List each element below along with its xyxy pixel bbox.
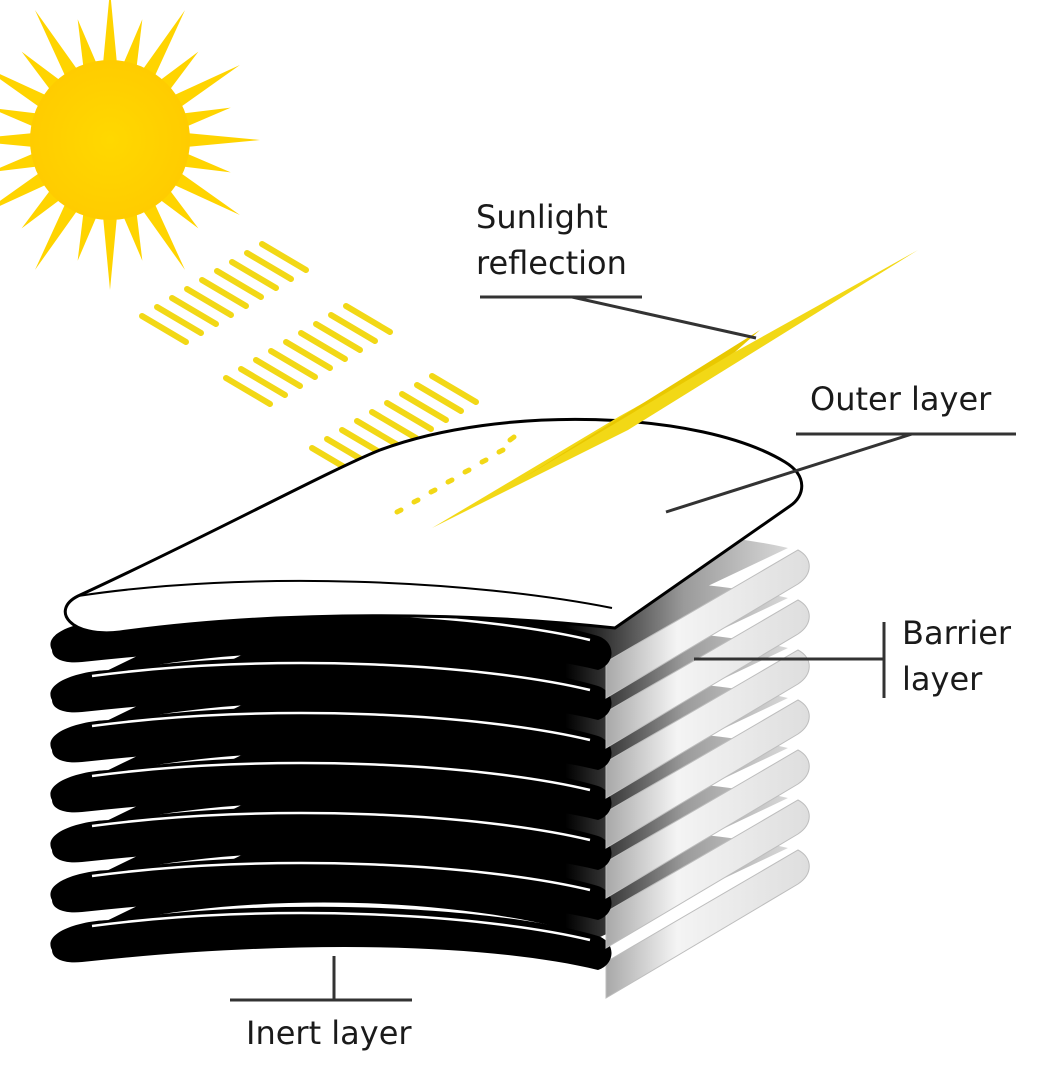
incoming-sunlight-dash — [343, 303, 393, 335]
incoming-sunlight-dash — [354, 418, 404, 450]
incoming-sunlight-dash — [169, 295, 219, 327]
sun-ray — [122, 19, 143, 69]
inert-layer-label: Inert layer — [246, 1014, 412, 1052]
sun-ray — [181, 107, 231, 128]
sunlight-leader-pointer — [571, 295, 757, 340]
sun-ray — [186, 133, 260, 147]
incoming-sunlight-dash — [184, 286, 234, 318]
incoming-sunlight-dash — [399, 391, 449, 423]
incoming-sunlight-dash — [313, 321, 363, 353]
incoming-sunlight-dash — [199, 277, 249, 309]
sunlight-reflection-label: Sunlight reflection — [476, 194, 627, 286]
sun-ray — [103, 216, 117, 290]
incoming-sunlight-dash — [283, 339, 333, 371]
incoming-sunlight-dashes — [139, 241, 479, 477]
sun-ray — [141, 10, 185, 78]
sun-ray — [77, 19, 98, 69]
sun-ray — [158, 188, 199, 229]
leader-lines — [230, 295, 1016, 1002]
sun-ray — [0, 108, 39, 128]
sunlight-reflection-beam — [432, 250, 918, 528]
sun-ray — [158, 51, 199, 92]
incoming-sunlight-dash — [429, 373, 479, 405]
sun-icon — [0, 0, 260, 290]
incoming-sunlight-dash — [154, 304, 204, 336]
incoming-sunlight-dash — [253, 357, 303, 389]
incoming-sunlight-dash — [139, 313, 189, 345]
sunlight-reflection-beam-core — [520, 330, 760, 480]
sun-disc — [30, 60, 190, 220]
sun-ray — [122, 211, 143, 261]
sun-ray — [0, 171, 48, 206]
incoming-sunlight-dash — [414, 382, 464, 414]
incoming-sunlight-dash — [244, 250, 294, 282]
absorbed-light-dots — [394, 434, 517, 515]
incoming-sunlight-dash — [238, 366, 288, 398]
sun-ray — [181, 152, 231, 173]
sun-ray — [172, 65, 240, 109]
sun-ray — [0, 74, 48, 109]
sun-ray — [0, 133, 34, 147]
sun-ray — [103, 0, 117, 64]
sun-ray — [35, 202, 79, 270]
sun-ray — [141, 202, 185, 270]
incoming-sunlight-dash — [229, 259, 279, 291]
sunlight-reflection-label-line1: Sunlight — [476, 198, 608, 236]
barrier-layer-label: Barrier layer — [902, 610, 1011, 702]
outer-layer-front-edge — [77, 579, 613, 609]
incoming-sunlight-dash — [328, 312, 378, 344]
incoming-sunlight-dash — [298, 330, 348, 362]
sun-ray — [21, 51, 62, 92]
incoming-sunlight-dash — [384, 400, 434, 432]
incoming-sunlight-dash — [214, 268, 264, 300]
incoming-sunlight-dash — [268, 348, 318, 380]
sun-ray — [21, 188, 62, 229]
barrier-layer-label-line2: layer — [902, 660, 983, 698]
outer-leader-pointer — [665, 432, 913, 514]
incoming-sunlight-dash — [369, 409, 419, 441]
incoming-sunlight-dash — [223, 375, 273, 407]
barrier-layer-label-line1: Barrier — [902, 614, 1012, 652]
sunlight-reflection-label-line2: reflection — [476, 244, 627, 282]
sun-ray — [77, 211, 98, 261]
sun-ray — [35, 10, 79, 78]
sun-ray — [172, 171, 240, 215]
outer-layer-label: Outer layer — [810, 380, 992, 418]
incoming-sunlight-dash — [259, 241, 309, 273]
sun-ray — [0, 152, 39, 172]
